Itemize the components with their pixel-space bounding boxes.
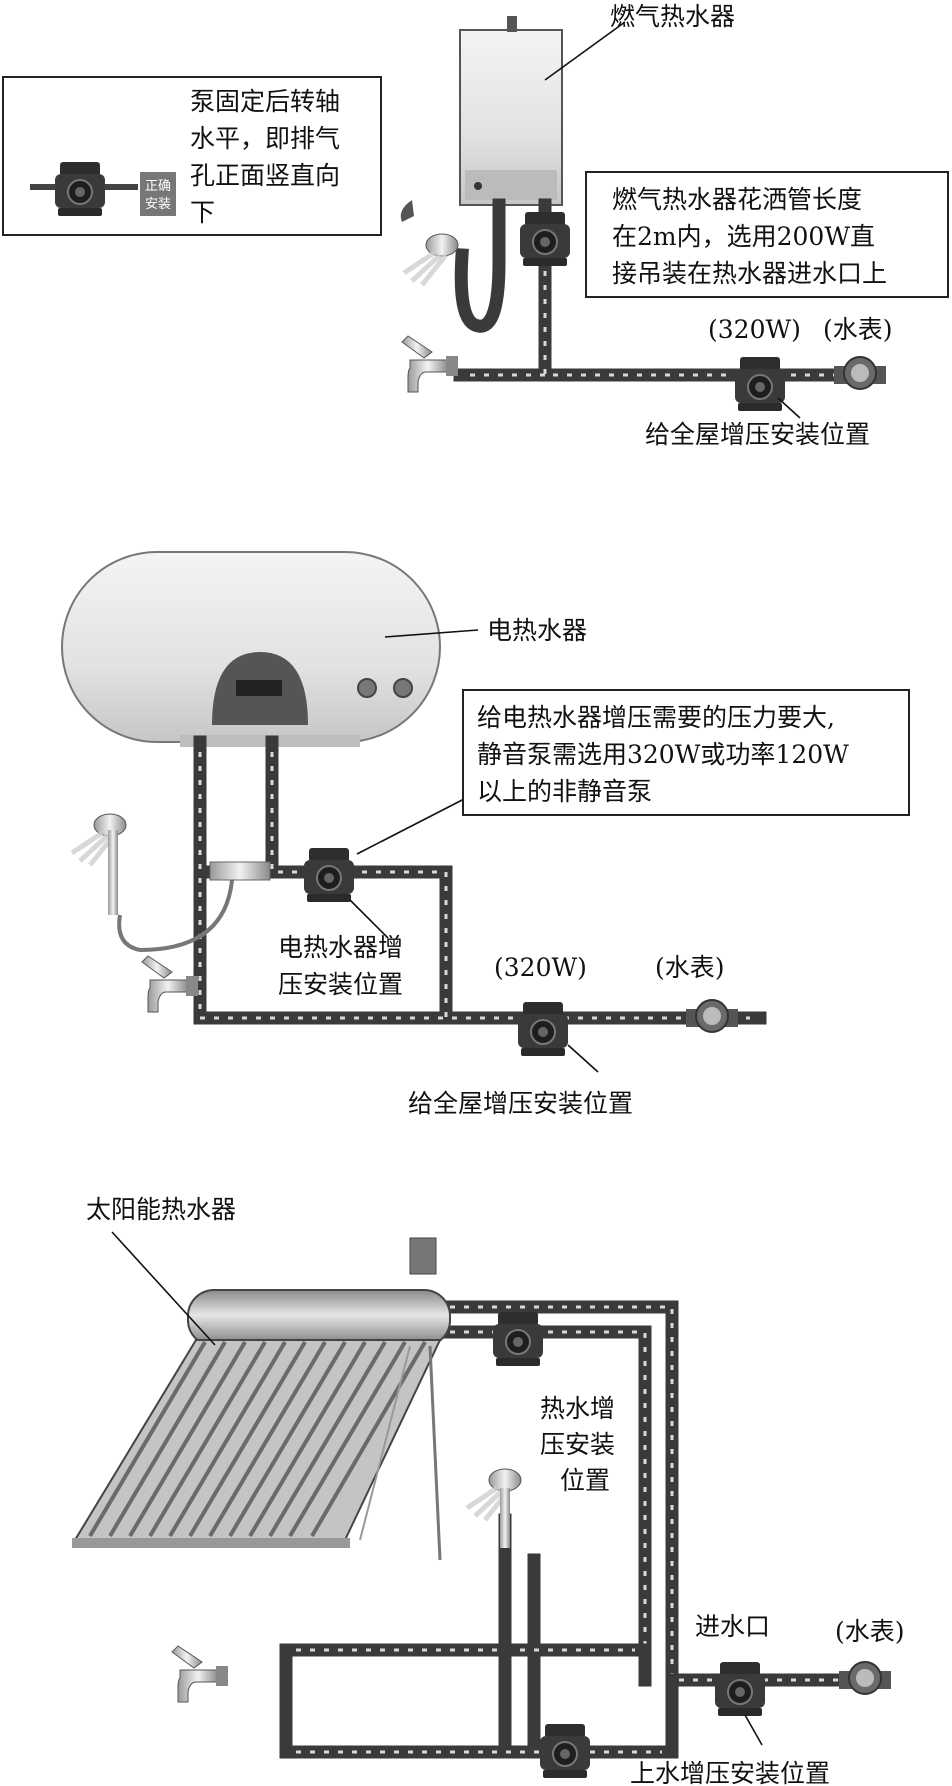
gas-pump-power-label: (320W) [708, 315, 801, 344]
gas-whole-house-label: 给全屋增压安装位置 [645, 420, 870, 449]
badge-line-1: 正确 [145, 179, 171, 194]
gas-right-callout-box [585, 171, 949, 298]
electric-callout-box [462, 689, 910, 816]
electric-heater-pump [303, 847, 355, 903]
electric-callout-line-3: 以上的非静音泵 [477, 777, 652, 806]
correct-install-badge [140, 172, 176, 216]
gas-panel: 燃气热水器 正确 安装 泵固定后转轴 水平，即排气 孔正面竖直向 下 燃气热水器… [2, 2, 949, 449]
solar-bottom-pump [539, 1723, 591, 1779]
solar-inlet-label: 进水口 [695, 1612, 770, 1641]
solar-hot-pump-label-2: 压安装 [540, 1430, 615, 1459]
solar-inlet-pump-label: 上水增压安装位置 [630, 1759, 830, 1786]
gas-whole-house-pump [734, 356, 786, 412]
solar-supply-loop [279, 1643, 679, 1759]
solar-tank [187, 1289, 451, 1347]
gas-left-callout-line-1: 泵固定后转轴 [190, 87, 340, 116]
gas-right-callout-line-3: 接吊装在热水器进水口上 [612, 259, 887, 288]
gas-tap [401, 335, 459, 393]
gas-right-callout-line-1: 燃气热水器花洒管长度 [612, 185, 862, 214]
curved-arrow-icon [400, 200, 414, 222]
electric-meter-label: (水表) [655, 953, 725, 982]
electric-heater-label: 电热水器 [487, 616, 587, 645]
electric-heater-pump-label-2: 压安装位置 [278, 970, 403, 999]
electric-water-meter [685, 999, 739, 1033]
electric-whole-house-label: 给全屋增压安装位置 [408, 1089, 633, 1118]
electric-pump-power-label: (320W) [494, 953, 587, 982]
gas-heater-label: 燃气热水器 [610, 2, 735, 31]
gas-left-callout-line-3: 孔正面竖直向 [190, 161, 340, 190]
solar-panel: 太阳能热水器 热水增 压安装 位置 进水口 (水表) 上水增压安装位置 [72, 1195, 905, 1786]
electric-callout-line-1: 给电热水器增压需要的压力要大, [477, 703, 835, 732]
solar-water-meter [838, 1661, 892, 1695]
hanging-pump [519, 211, 571, 267]
solar-meter-label: (水表) [835, 1617, 905, 1646]
gas-water-meter [833, 356, 887, 390]
electric-callout-line-2: 静音泵需选用320W或功率120W [477, 740, 849, 769]
solar-hot-pump-label-1: 热水增 [540, 1394, 615, 1423]
gas-meter-label: (水表) [823, 315, 893, 344]
solar-hot-water-pump [492, 1311, 544, 1367]
gas-left-callout-line-2: 水平，即排气 [190, 124, 340, 153]
electric-tap [141, 955, 199, 1013]
gas-left-callout-line-4: 下 [190, 198, 215, 227]
gas-right-callout-line-2: 在2m内，选用200W直 [612, 222, 875, 251]
badge-line-2: 安装 [145, 197, 171, 212]
solar-heater-label: 太阳能热水器 [86, 1195, 236, 1224]
solar-inlet-pump [714, 1661, 766, 1717]
solar-hot-pump-label-3: 位置 [560, 1466, 610, 1495]
electric-whole-house-pump [517, 1001, 569, 1057]
solar-tap [171, 1645, 229, 1703]
shower-hose [454, 198, 506, 333]
electric-panel: 电热水器 给电热水器增压需要的压力要大, 静音泵需选用320W或功率120W 以… [61, 551, 910, 1118]
electric-heater-pump-label-1: 电热水器增 [278, 933, 403, 962]
